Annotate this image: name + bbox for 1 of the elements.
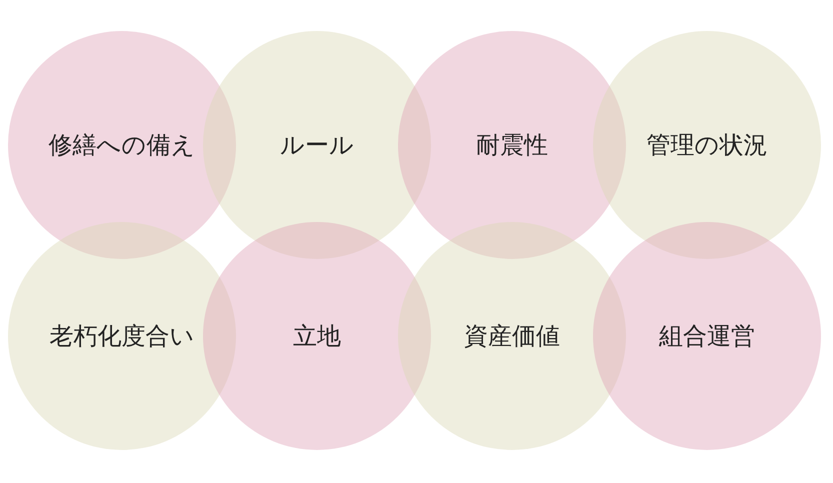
topic-circle: 組合運営 [593,222,821,450]
